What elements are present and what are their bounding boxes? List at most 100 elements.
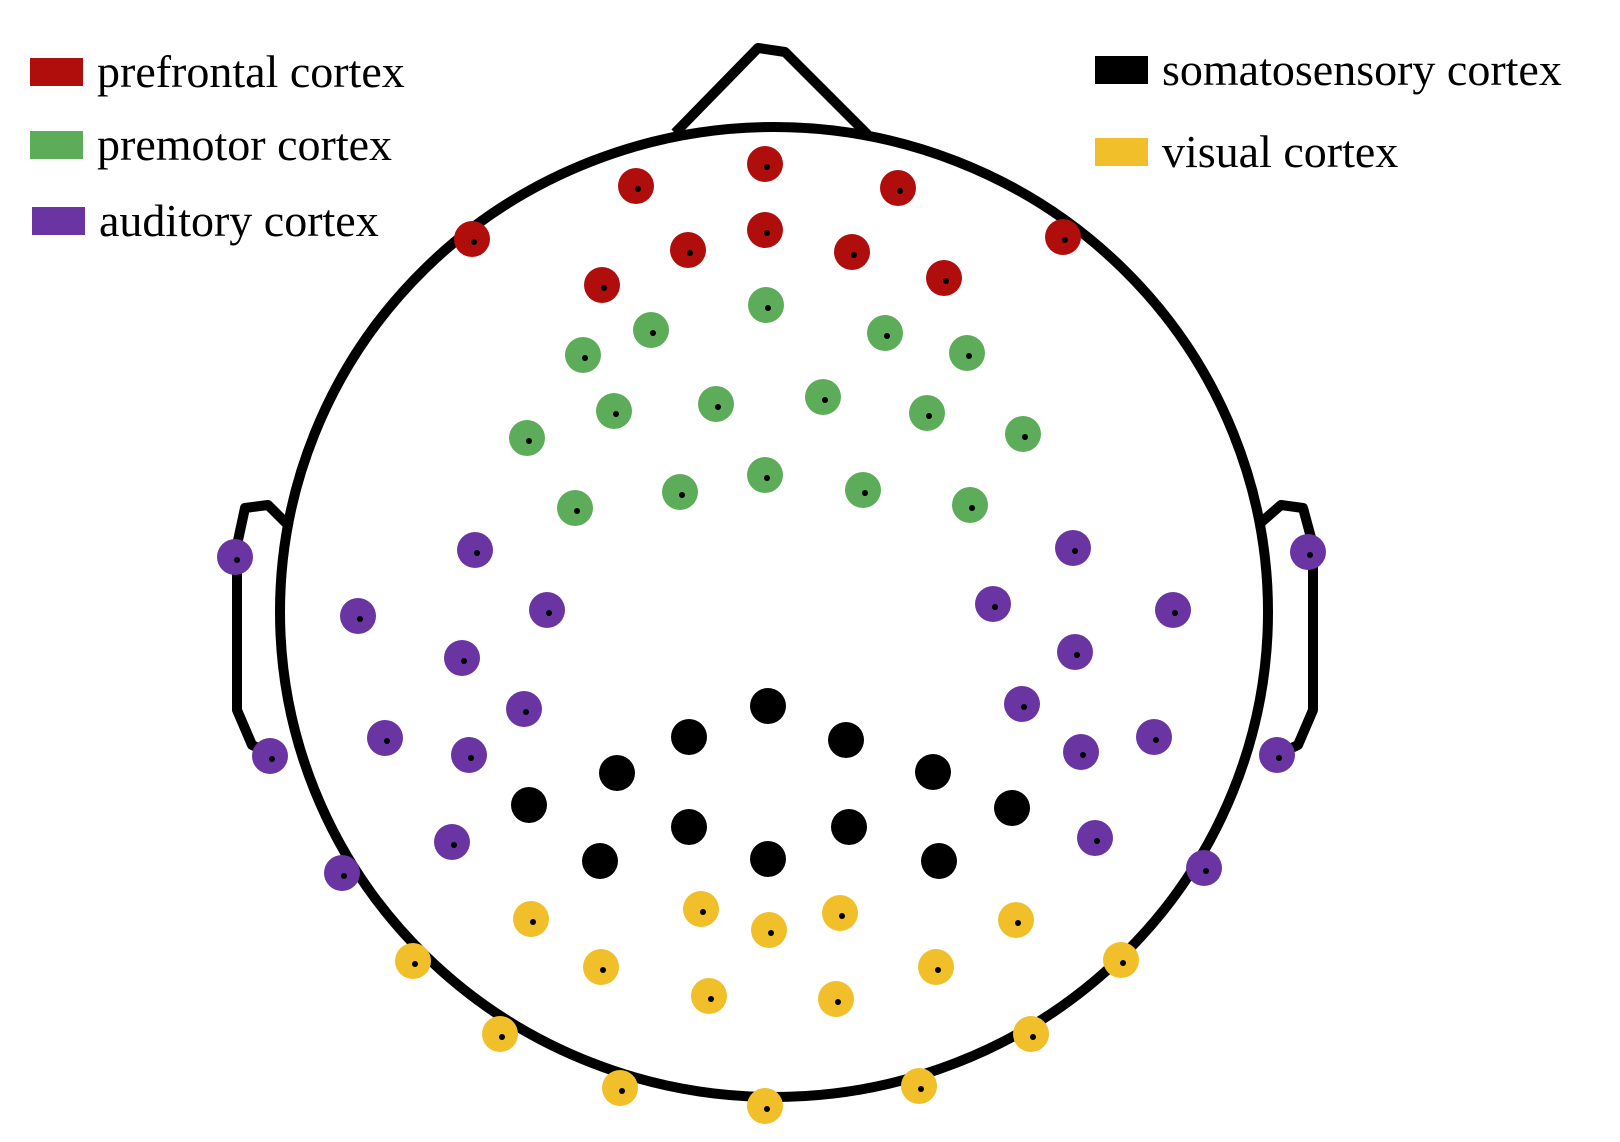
premotor-electrode-2 [633,312,669,348]
prefrontal-electrode-center-dot-3 [897,188,903,194]
prefrontal-electrode-9 [584,267,620,303]
auditory-electrode-center-dot-1 [234,557,240,563]
premotor-electrode-center-dot-5 [966,353,972,359]
premotor-electrode-center-dot-6 [715,404,721,410]
premotor-electrode-center-dot-8 [613,411,619,417]
auditory-electrode-12 [1004,686,1040,722]
prefrontal-electrode-4 [454,221,490,257]
auditory-electrode-center-dot-6 [546,610,552,616]
visual-electrode-10 [691,978,727,1014]
visual-electrode-9 [1103,942,1139,978]
auditory-electrode-19 [434,824,470,860]
somatosensory-electrode-2 [671,719,707,755]
visual-electrode-12 [482,1016,518,1052]
auditory-electrode-center-dot-11 [523,709,529,715]
visual-electrode-6 [395,943,431,979]
prefrontal-electrode-center-dot-6 [764,230,770,236]
visual-electrode-7 [583,949,619,985]
somatosensory-electrode-6 [511,787,547,823]
auditory-electrode-5 [340,598,376,634]
visual-electrode-14 [602,1070,638,1106]
auditory-electrode-14 [1136,719,1172,755]
auditory-electrode-center-dot-20 [1094,838,1100,844]
prefrontal-electrode-center-dot-2 [635,186,641,192]
premotor-electrode-6 [698,386,734,422]
auditory-electrode-center-dot-9 [461,658,467,664]
visual-electrode-13 [1013,1016,1049,1052]
auditory-electrode-center-dot-8 [1172,610,1178,616]
visual-electrode-center-dot-6 [412,961,418,967]
prefrontal-electrode-10 [926,260,962,296]
auditory-electrode-4 [1290,534,1326,570]
prefrontal-electrode-center-dot-4 [471,239,477,245]
premotor-electrode-center-dot-1 [765,305,771,311]
prefrontal-electrode-7 [670,232,706,268]
premotor-electrode-10 [509,420,545,456]
somatosensory-electrode-7 [994,790,1030,826]
visual-electrode-center-dot-16 [764,1106,770,1112]
auditory-electrode-center-dot-5 [357,616,363,622]
auditory-electrode-center-dot-22 [1203,868,1209,874]
prefrontal-electrode-2 [618,168,654,204]
auditory-electrode-15 [451,737,487,773]
prefrontal-electrode-8 [834,234,870,270]
visual-electrode-center-dot-2 [530,919,536,925]
somatosensory-electrode-3 [828,722,864,758]
visual-electrode-center-dot-3 [839,913,845,919]
prefrontal-electrode-center-dot-7 [687,250,693,256]
visual-electrode-center-dot-4 [1015,920,1021,926]
auditory-electrode-center-dot-12 [1021,704,1027,710]
auditory-electrode-center-dot-13 [384,738,390,744]
prefrontal-electrode-center-dot-5 [1062,237,1068,243]
premotor-electrode-9 [909,395,945,431]
auditory-electrode-9 [444,640,480,676]
somatosensory-electrode-5 [915,754,951,790]
premotor-electrode-center-dot-4 [582,355,588,361]
auditory-electrode-17 [252,738,288,774]
auditory-electrode-6 [529,592,565,628]
visual-electrode-center-dot-15 [918,1086,924,1092]
premotor-electrode-center-dot-9 [926,413,932,419]
auditory-electrode-center-dot-4 [1307,552,1313,558]
auditory-electrode-7 [975,586,1011,622]
visual-electrode-center-dot-1 [700,909,706,915]
premotor-electrode-center-dot-13 [679,492,685,498]
visual-electrode-center-dot-8 [935,967,941,973]
auditory-electrode-center-dot-14 [1153,737,1159,743]
visual-electrode-5 [751,912,787,948]
premotor-electrode-16 [952,487,988,523]
nose-outline [671,43,872,139]
premotor-electrode-4 [565,337,601,373]
premotor-electrode-14 [845,472,881,508]
visual-electrode-center-dot-13 [1030,1034,1036,1040]
somatosensory-electrode-11 [750,841,786,877]
prefrontal-electrode-5 [1045,219,1081,255]
premotor-electrode-center-dot-14 [862,490,868,496]
auditory-electrode-center-dot-10 [1074,652,1080,658]
premotor-electrode-center-dot-3 [884,333,890,339]
visual-electrode-2 [513,901,549,937]
visual-electrode-center-dot-10 [708,996,714,1002]
prefrontal-electrode-1 [747,146,783,182]
visual-electrode-16 [747,1088,783,1124]
premotor-electrode-15 [557,490,593,526]
somatosensory-electrode-4 [599,755,635,791]
auditory-electrode-center-dot-18 [1276,755,1282,761]
auditory-electrode-13 [367,720,403,756]
premotor-electrode-12 [747,457,783,493]
somatosensory-electrode-10 [582,843,618,879]
premotor-electrode-center-dot-11 [1022,434,1028,440]
premotor-electrode-center-dot-2 [650,330,656,336]
prefrontal-electrode-6 [747,212,783,248]
visual-electrode-8 [918,949,954,985]
electrode-group [217,146,1326,1124]
premotor-electrode-11 [1005,416,1041,452]
auditory-electrode-20 [1077,820,1113,856]
premotor-electrode-13 [662,474,698,510]
visual-electrode-center-dot-5 [768,930,774,936]
prefrontal-electrode-center-dot-1 [764,164,770,170]
premotor-electrode-center-dot-10 [526,438,532,444]
visual-electrode-15 [901,1068,937,1104]
premotor-electrode-center-dot-7 [822,397,828,403]
auditory-electrode-1 [217,539,253,575]
